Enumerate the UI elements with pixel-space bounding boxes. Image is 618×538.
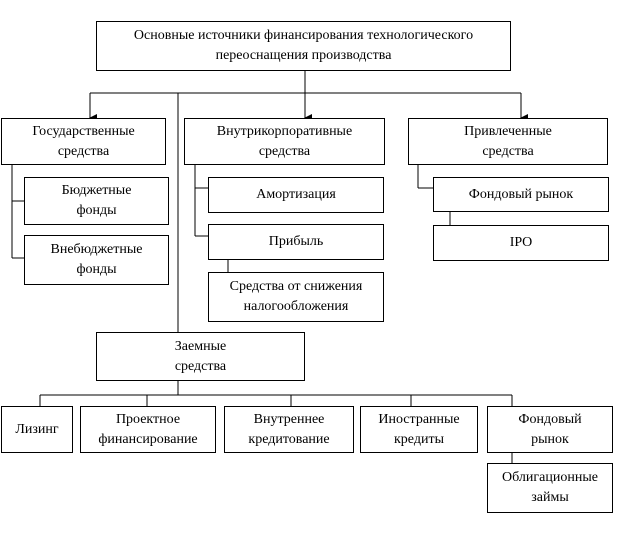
stock-market-node: Фондовый рынок [433,177,609,212]
borrowed-funds-label: Заемные средства [174,338,227,374]
stock-market-borrowed-label: Фондовый рынок [518,411,582,447]
bond-loans-label: Облигационные займы [502,470,598,505]
domestic-credit-node: Внутреннее кредитование [224,406,354,453]
bond-loans-node: Облигационные займы [487,463,613,513]
project-finance-node: Проектное финансирование [80,406,216,453]
foreign-credit-node: Иностранные кредиты [360,406,478,453]
budget-funds-label: Бюджетные фонды [61,183,132,218]
ipo-node: IPO [433,225,609,261]
attracted-funds-label: Привлеченные средства [464,123,552,159]
tax-savings-label: Средства от снижения налогообложения [229,279,363,314]
profit-node: Прибыль [208,224,384,260]
root-node: Основные источники финансирования технол… [96,21,511,71]
state-funds-label: Государственные средства [32,123,135,159]
domestic-credit-label: Внутреннее кредитование [248,411,330,447]
ipo-label: IPO [509,235,533,250]
offbudget-funds-label: Внебюджетные фонды [50,242,143,277]
leasing-node: Лизинг [1,406,73,453]
tax-savings-node: Средства от снижения налогообложения [208,272,384,322]
borrowed-funds-node: Заемные средства [96,332,305,381]
attracted-funds-node: Привлеченные средства [408,118,608,165]
leasing-label: Лизинг [15,421,59,437]
foreign-credit-label: Иностранные кредиты [378,411,460,447]
project-finance-label: Проектное финансирование [98,411,198,447]
internal-funds-node: Внутрикорпоративные средства [184,118,385,165]
budget-funds-node: Бюджетные фонды [24,177,169,225]
stock-market-label: Фондовый рынок [468,186,574,202]
internal-funds-label: Внутрикорпоративные средства [216,123,353,159]
offbudget-funds-node: Внебюджетные фонды [24,235,169,285]
profit-label: Прибыль [268,234,324,249]
amortization-node: Амортизация [208,177,384,213]
state-funds-node: Государственные средства [1,118,166,165]
amortization-label: Амортизация [256,187,336,202]
root-node-label: Основные источники финансирования технол… [133,28,474,63]
stock-market-borrowed-node: Фондовый рынок [487,406,613,453]
